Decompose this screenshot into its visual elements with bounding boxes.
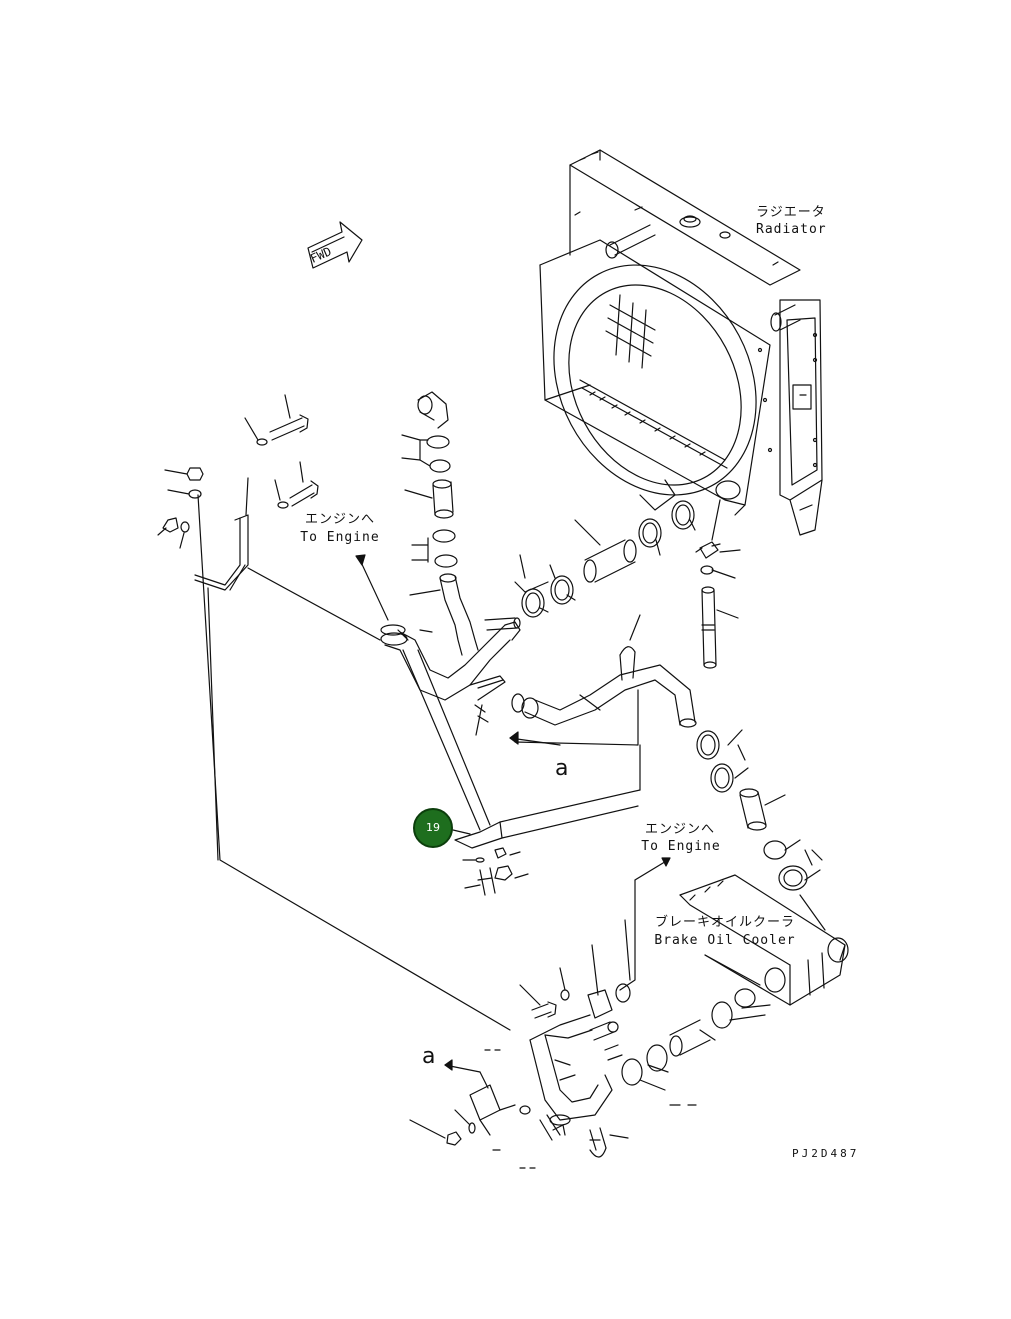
callout-19-number: 19 xyxy=(426,821,440,834)
drawing-id: PJ2D487 xyxy=(792,1147,860,1160)
to-engine-arrow-mid xyxy=(615,857,671,1003)
brake-oil-cooler xyxy=(679,874,849,1006)
connecting-rods xyxy=(197,494,511,1031)
to-engine-top-label-en: To Engine xyxy=(300,530,380,545)
view-a-label-bottom: a xyxy=(422,1044,436,1069)
lower-pipe xyxy=(409,944,771,1169)
radiator-label-jp: ラジエータ xyxy=(756,205,826,220)
lower-bracket xyxy=(452,744,641,896)
radiator-label-en: Radiator xyxy=(756,222,827,237)
view-a-label-top: a xyxy=(555,756,569,781)
fwd-arrow-icon xyxy=(307,221,363,269)
to-engine-mid-label-en: To Engine xyxy=(641,839,721,854)
to-engine-arrow-top xyxy=(355,554,389,621)
upper-hose-column xyxy=(401,391,479,656)
brake-cooler-label-en: Brake Oil Cooler xyxy=(654,933,796,948)
radiator-hose-chain xyxy=(514,479,741,669)
radiator xyxy=(539,149,823,536)
upper-hardware xyxy=(157,394,319,591)
to-engine-mid-label-jp: エンジンへ xyxy=(644,822,715,837)
to-engine-top-label-jp: エンジンへ xyxy=(304,512,375,527)
lower-right-hoses xyxy=(696,729,823,891)
middle-pipe xyxy=(509,614,697,746)
callout-19-marker[interactable]: 19 xyxy=(413,808,453,848)
brake-cooler-label-jp: ブレーキオイルクーラ xyxy=(654,915,795,930)
main-pipe-upper xyxy=(380,617,521,736)
